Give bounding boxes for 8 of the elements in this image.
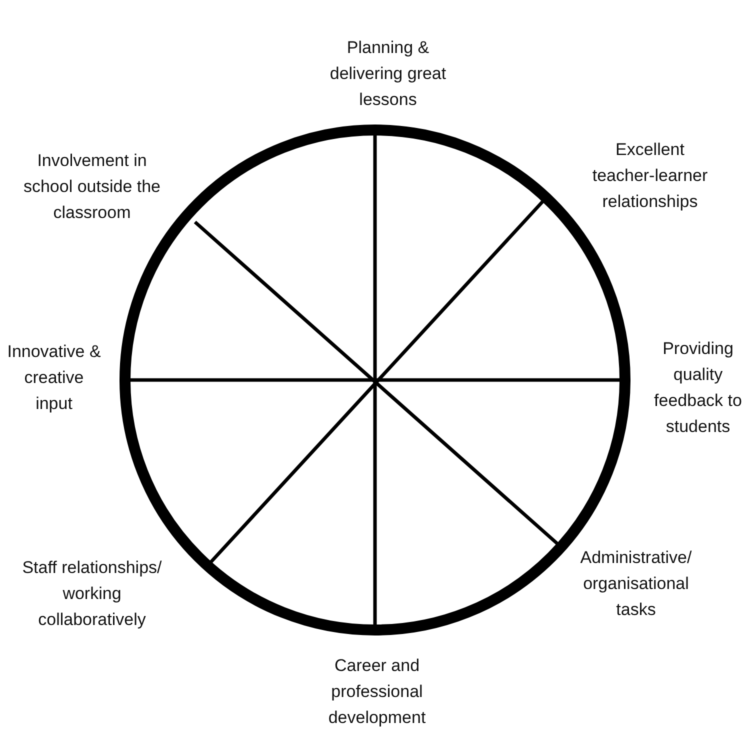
- segment-label: Providing quality feedback to students: [653, 338, 743, 438]
- segment-label: Career and professional development: [327, 655, 427, 729]
- segment-label: Innovative & creative input: [6, 341, 102, 415]
- segment-label: Administrative/ organisational tasks: [579, 547, 693, 621]
- segment-label: Involvement in school outside the classroom: [22, 150, 162, 224]
- segment-label: Planning & delivering great lessons: [328, 37, 448, 111]
- segment-label: Excellent teacher-learner relationships: [591, 139, 709, 213]
- segment-label: Staff relationships/ working collaboratively: [21, 557, 163, 631]
